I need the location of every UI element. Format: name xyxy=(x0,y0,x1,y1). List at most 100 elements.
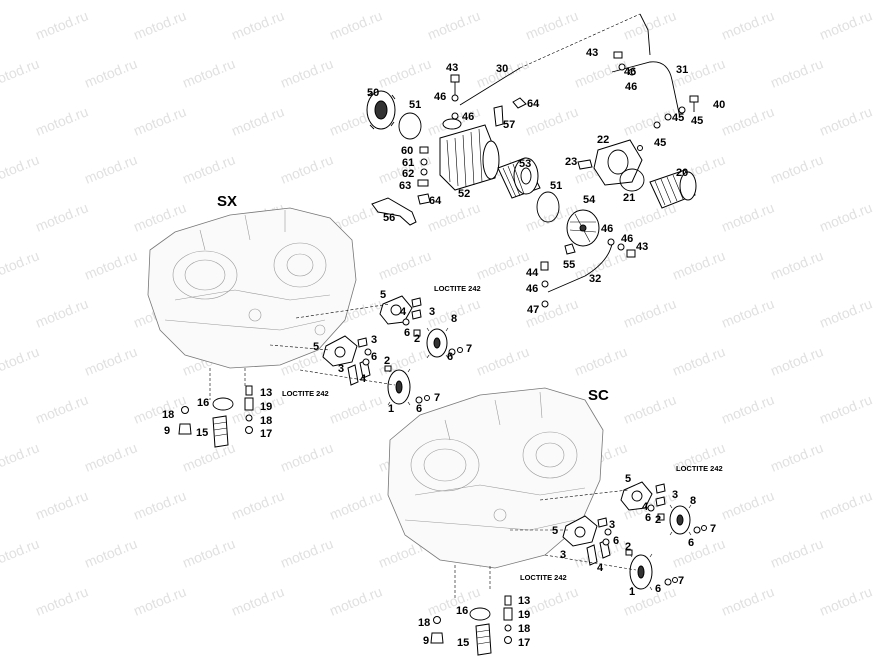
watermark-text: motod.ru xyxy=(33,199,90,235)
watermark-text: motod.ru xyxy=(425,7,482,43)
callout-47: 47 xyxy=(527,304,539,316)
oil-pipe-31 xyxy=(611,61,681,119)
sc-drain-parts xyxy=(430,595,513,656)
callout-18: 18 xyxy=(418,617,430,629)
sc-pump-assembly xyxy=(562,481,707,591)
o-ring-21 xyxy=(619,168,645,192)
callout-13: 13 xyxy=(260,387,272,399)
watermark-text: motod.ru xyxy=(768,151,825,187)
watermark-text: motod.ru xyxy=(229,487,286,523)
watermark-text: motod.ru xyxy=(82,55,139,91)
callout-8: 8 xyxy=(690,495,696,507)
callout-16: 16 xyxy=(456,605,468,617)
watermark-text: motod.ru xyxy=(180,535,237,571)
callout-5: 5 xyxy=(552,525,558,537)
watermark-text: motod.ru xyxy=(33,487,90,523)
watermark-text: motod.ru xyxy=(768,343,825,379)
callout-6: 6 xyxy=(371,351,377,363)
watermark-text: motod.ru xyxy=(131,103,188,139)
callout-46: 46 xyxy=(601,223,613,235)
callout-20: 20 xyxy=(676,167,688,179)
bolt-64 xyxy=(417,193,431,205)
sc-crankcase xyxy=(387,387,604,569)
callout-45: 45 xyxy=(691,115,703,127)
watermark-text: motod.ru xyxy=(670,247,727,283)
watermark-text: motod.ru xyxy=(0,247,41,283)
watermark-text: motod.ru xyxy=(719,199,776,235)
watermark-text: motod.ru xyxy=(817,103,874,139)
loctite-label-sc-lower: LOCTITE 242 xyxy=(520,573,567,582)
callout-40: 40 xyxy=(713,99,725,111)
watermark-text: motod.ru xyxy=(621,7,678,43)
o-ring-51-left xyxy=(398,112,422,140)
callout-21: 21 xyxy=(623,192,635,204)
callout-3: 3 xyxy=(338,363,344,375)
watermark-text: motod.ru xyxy=(327,7,384,43)
callout-1: 1 xyxy=(629,586,635,598)
callout-6: 6 xyxy=(655,583,661,595)
watermark-text: motod.ru xyxy=(817,487,874,523)
watermark-text: motod.ru xyxy=(768,55,825,91)
watermark-text: motod.ru xyxy=(229,103,286,139)
callout-64: 64 xyxy=(429,195,442,207)
callout-51: 51 xyxy=(409,99,421,111)
callout-18: 18 xyxy=(162,409,174,421)
callout-46: 46 xyxy=(625,81,637,93)
loctite-label-sc-upper: LOCTITE 242 xyxy=(676,464,723,473)
callout-3: 3 xyxy=(609,519,615,531)
watermark-text: motod.ru xyxy=(719,295,776,331)
sc-dash-lines xyxy=(454,489,637,600)
callout-2: 2 xyxy=(414,333,420,345)
callout-5: 5 xyxy=(380,289,386,301)
watermark-text: motod.ru xyxy=(817,7,874,43)
watermark-text: motod.ru xyxy=(229,7,286,43)
watermark-text: motod.ru xyxy=(180,439,237,475)
callout-46: 46 xyxy=(462,111,474,123)
o-ring-51-right xyxy=(536,191,560,223)
callout-17: 17 xyxy=(260,428,272,440)
watermark-text: motod.ru xyxy=(82,535,139,571)
watermark-text: motod.ru xyxy=(33,391,90,427)
watermark-text: motod.ru xyxy=(817,391,874,427)
callout-46: 46 xyxy=(624,66,636,78)
callout-45: 45 xyxy=(654,137,666,149)
watermark-text: motod.ru xyxy=(0,535,41,571)
callout-17: 17 xyxy=(518,637,530,649)
filter-housing-52 xyxy=(439,118,500,191)
section-label-sx: SX xyxy=(217,193,237,210)
watermark-text: motod.ru xyxy=(327,487,384,523)
watermark-text: motod.ru xyxy=(670,343,727,379)
loctite-label-sx-lower: LOCTITE 242 xyxy=(282,389,329,398)
sx-drain-parts xyxy=(178,385,254,448)
watermark-text: motod.ru xyxy=(82,151,139,187)
watermark-text: motod.ru xyxy=(33,295,90,331)
watermark-text: motod.ru xyxy=(523,7,580,43)
watermark-text: motod.ru xyxy=(621,103,678,139)
callout-4: 4 xyxy=(400,306,407,318)
callout-15: 15 xyxy=(457,637,469,649)
watermark-text: motod.ru xyxy=(817,583,874,619)
watermark-text: motod.ru xyxy=(719,391,776,427)
watermark-text: motod.ru xyxy=(474,247,531,283)
watermark-text: motod.ru xyxy=(82,439,139,475)
callout-8: 8 xyxy=(451,313,457,325)
filter-cover-22 xyxy=(593,139,643,186)
callout-46: 46 xyxy=(621,233,633,245)
watermark-text: motod.ru xyxy=(670,535,727,571)
watermark-text: motod.ru xyxy=(0,439,41,475)
watermark-text: motod.ru xyxy=(768,247,825,283)
watermark-text: motod.ru xyxy=(0,55,41,91)
watermark-text: motod.ru xyxy=(33,103,90,139)
callout-23: 23 xyxy=(565,156,577,168)
watermark-text: motod.ru xyxy=(278,439,335,475)
callout-3: 3 xyxy=(371,334,377,346)
callout-18: 18 xyxy=(260,415,272,427)
pump-gear-50 xyxy=(366,90,396,130)
watermark-text: motod.ru xyxy=(131,7,188,43)
callout-7: 7 xyxy=(678,575,684,587)
callout-6: 6 xyxy=(404,327,410,339)
watermark-text: motod.ru xyxy=(719,583,776,619)
callout-53: 53 xyxy=(519,158,531,170)
callout-5: 5 xyxy=(625,473,631,485)
sx-dash-lines xyxy=(209,303,396,400)
